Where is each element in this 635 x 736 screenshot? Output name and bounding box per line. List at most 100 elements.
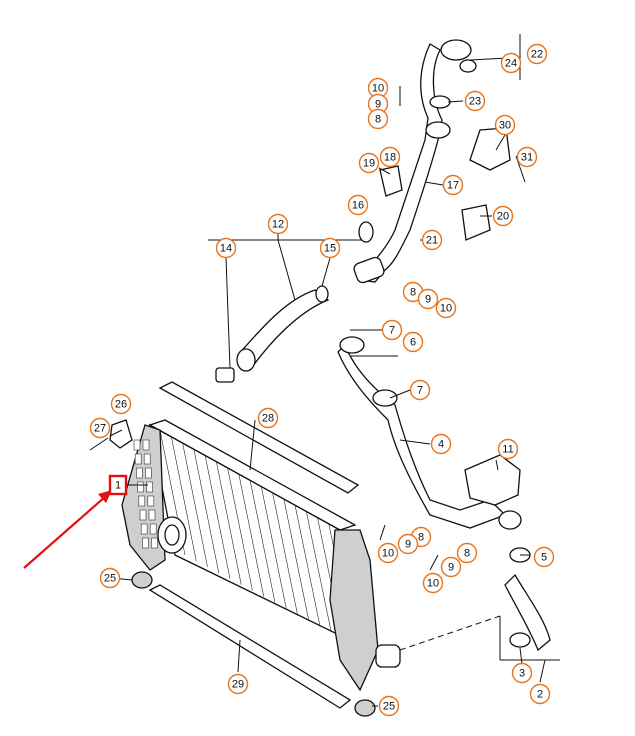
callout-12[interactable]: 12 [267,213,289,235]
callout-30[interactable]: 30 [494,114,516,136]
callout-27[interactable]: 27 [89,417,111,439]
intercooler-core [121,419,401,717]
bracket-18 [379,165,403,197]
callout-label: 24 [505,58,517,70]
inlet-stub-bore [164,524,180,546]
callout-label: 15 [324,243,336,255]
hose-end-sleeve [353,256,385,284]
callout-label: 3 [519,668,525,680]
left-tank-grid [133,439,158,549]
callout-label: 11 [502,444,513,456]
callout-label: 9 [375,99,381,111]
pipe-11 [464,454,521,506]
callout-15[interactable]: 15 [319,237,341,259]
callout-9[interactable]: 9 [397,533,419,555]
callout-24[interactable]: 24 [500,52,522,74]
callout-label: 27 [94,423,106,435]
clamp-14 [215,367,235,383]
callout-label: 18 [384,152,396,164]
callout-label: 9 [448,562,454,574]
callout-label: 8 [464,548,470,560]
hose-2 [504,573,551,652]
core-top-edge [148,419,357,531]
clamp-7-lower [372,389,398,407]
charge-pipe-12 [237,289,330,372]
callout-7[interactable]: 7 [381,319,403,341]
callout-label: 5 [541,552,547,564]
callout-label: 17 [447,180,459,192]
callout-4[interactable]: 4 [430,433,452,455]
callout-label: 6 [410,337,416,349]
callout-25[interactable]: 25 [99,567,121,589]
selection-arrow [23,490,112,569]
callout-3[interactable]: 3 [511,662,533,684]
callout-20[interactable]: 20 [492,205,514,227]
callout-label: 9 [425,294,431,306]
callout-29[interactable]: 29 [227,673,249,695]
callout-label: 9 [405,539,411,551]
callout-8[interactable]: 8 [367,108,389,130]
callout-label: 21 [426,235,438,247]
callout-selected-1[interactable]: 1 [108,474,128,496]
callout-10[interactable]: 10 [435,297,457,319]
callout-10[interactable]: 10 [377,542,399,564]
callout-7[interactable]: 7 [409,379,431,401]
callout-label: 25 [104,573,116,585]
callout-25[interactable]: 25 [378,695,400,717]
callout-23[interactable]: 23 [464,90,486,112]
callout-2[interactable]: 2 [529,683,551,705]
callout-8[interactable]: 8 [456,542,478,564]
callout-label: 1 [115,480,121,492]
callout-label: 7 [389,325,395,337]
screw-27 [89,437,109,451]
callout-10[interactable]: 10 [422,572,444,594]
callout-label: 30 [499,120,511,132]
bracket-20 [461,204,491,241]
callout-22[interactable]: 22 [526,43,548,65]
elbow-22 [440,39,472,61]
callout-label: 10 [382,548,394,560]
callout-label: 26 [115,399,127,411]
bracket-26 [109,419,133,449]
callout-9[interactable]: 9 [440,556,462,578]
callout-label: 14 [220,243,232,255]
pipe-12-end [236,348,256,372]
clamp-7-upper [339,336,365,354]
callout-label: 12 [272,219,284,231]
callout-17[interactable]: 17 [442,174,464,196]
callout-label: 10 [440,303,452,315]
callout-label: 16 [352,200,364,212]
callout-label: 29 [232,679,244,691]
callout-label: 2 [537,689,543,701]
callout-28[interactable]: 28 [257,407,279,429]
callout-label: 22 [531,49,543,61]
core-fin-lines [159,429,355,645]
callout-16[interactable]: 16 [347,194,369,216]
rubber-mount-top [131,571,153,589]
callout-19[interactable]: 19 [358,152,380,174]
callout-18[interactable]: 18 [379,146,401,168]
callout-label: 8 [375,114,381,126]
seal-strip-lower [148,584,352,709]
callout-label: 10 [372,83,384,95]
callout-label: 25 [383,701,395,713]
callout-21[interactable]: 21 [421,229,443,251]
callout-label: 31 [521,152,533,164]
callout-label: 10 [427,578,439,590]
callout-9[interactable]: 9 [417,288,439,310]
callout-26[interactable]: 26 [110,393,132,415]
pipe-flange [425,121,451,139]
callout-6[interactable]: 6 [402,331,424,353]
clamp-23 [429,95,451,109]
outlet-elbow [498,510,522,530]
callout-31[interactable]: 31 [516,146,538,168]
clamp-24 [459,59,477,73]
callout-5[interactable]: 5 [533,546,555,568]
callout-11[interactable]: 11 [497,438,519,460]
callout-label: 8 [410,287,416,299]
callout-14[interactable]: 14 [215,237,237,259]
seal-strip-upper [158,381,360,494]
callout-label: 8 [418,532,424,544]
